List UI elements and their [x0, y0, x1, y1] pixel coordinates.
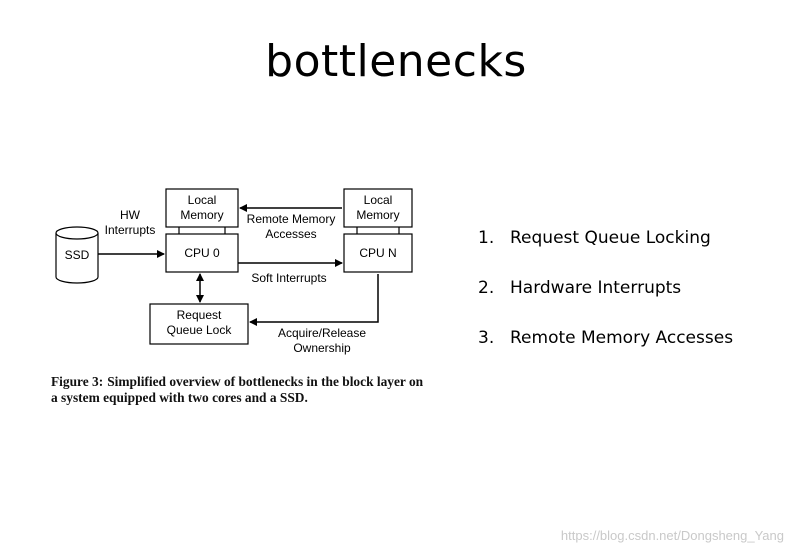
- bottleneck-list: 1. Request Queue Locking 2. Hardware Int…: [478, 228, 778, 378]
- local-memory-left-line2: Memory: [180, 208, 223, 222]
- diagram-svg: SSD HW Interrupts Local Memory CPU 0 Loc…: [55, 188, 413, 355]
- cpu0-box: [165, 233, 239, 273]
- local-memory-right-line1: Local: [364, 193, 393, 207]
- hw-interrupts-label-line2: Interrupts: [105, 223, 156, 237]
- local-memory-left-line1: Local: [188, 193, 217, 207]
- cpun-label: CPU N: [359, 246, 396, 260]
- list-item-text: Hardware Interrupts: [510, 278, 682, 298]
- acquire-release-line2: Ownership: [293, 341, 351, 355]
- acquire-release-arrow: [249, 274, 379, 326]
- cpu0-label: CPU 0: [184, 246, 220, 260]
- figure-caption-label: Figure 3:: [51, 374, 104, 389]
- ssd-cylinder: SSD: [55, 226, 99, 284]
- request-queue-line1: Request: [177, 308, 222, 322]
- list-item-text: Remote Memory Accesses: [510, 328, 734, 348]
- local-memory-right-line2: Memory: [356, 208, 399, 222]
- block-layer-diagram: SSD HW Interrupts Local Memory CPU 0 Loc…: [50, 184, 430, 359]
- hw-interrupts-label-line1: HW: [120, 208, 141, 222]
- slide-title: bottlenecks: [265, 36, 527, 87]
- figure-caption-text: Simplified overview of bottlenecks in th…: [51, 374, 424, 405]
- list-item-number: 2.: [478, 278, 495, 298]
- local-memory-left-box: [165, 188, 239, 228]
- list-item: 3. Remote Memory Accesses: [478, 328, 778, 378]
- request-queue-lock-box: [149, 303, 249, 345]
- ssd-label: SSD: [65, 248, 90, 262]
- cpun-box: [343, 233, 413, 273]
- list-item: 1. Request Queue Locking: [478, 228, 778, 278]
- request-queue-line2: Queue Lock: [167, 323, 233, 337]
- remote-memory-label-line1: Remote Memory: [247, 212, 336, 226]
- list-item-text: Request Queue Locking: [510, 228, 711, 248]
- local-memory-right-box: [343, 188, 413, 228]
- list-item-number: 1.: [478, 228, 495, 248]
- soft-interrupts-label: Soft Interrupts: [251, 271, 326, 285]
- watermark: https://blog.csdn.net/Dongsheng_Yang: [560, 528, 784, 543]
- acquire-release-line1: Acquire/Release: [278, 326, 366, 340]
- figure-caption: Figure 3:Simplified overview of bottlene…: [51, 374, 426, 406]
- list-item: 2. Hardware Interrupts: [478, 278, 778, 328]
- list-item-number: 3.: [478, 328, 495, 348]
- remote-memory-label-line2: Accesses: [265, 227, 316, 241]
